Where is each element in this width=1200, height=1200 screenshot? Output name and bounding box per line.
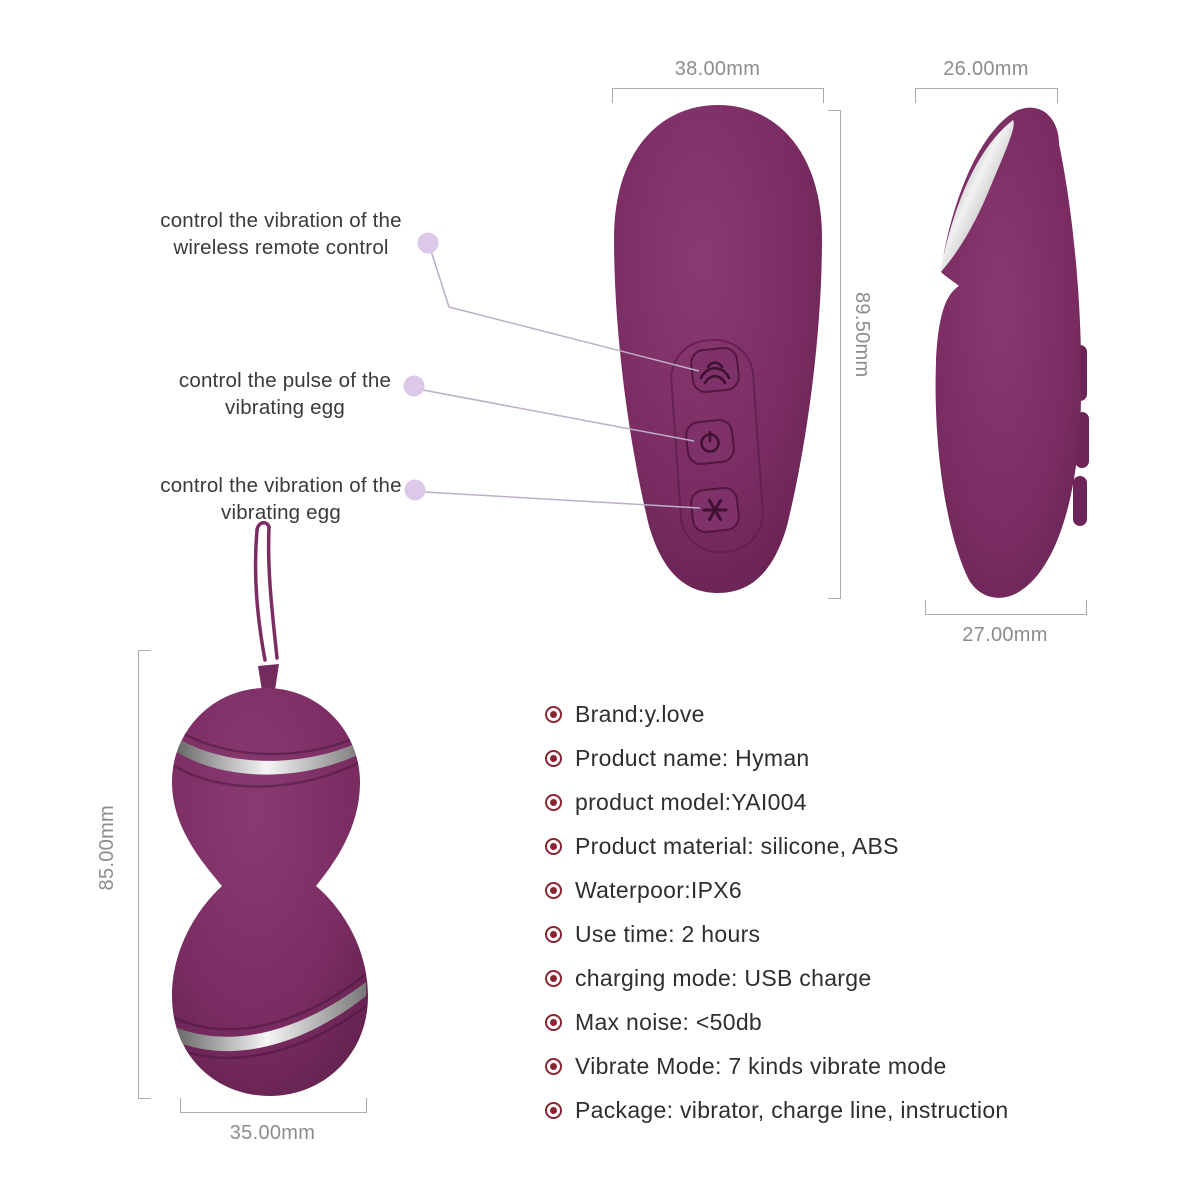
spec-row-package: Package: vibrator, charge line, instruct… xyxy=(545,1088,1145,1132)
remote-button-vibration xyxy=(690,346,740,394)
spec-text: charging mode: USB charge xyxy=(575,964,872,991)
power-pulse-icon xyxy=(700,430,720,453)
bullseye-icon xyxy=(545,925,562,943)
remote-side-body xyxy=(935,107,1082,598)
dimension-side-bottom-width-bracket xyxy=(925,600,1087,615)
spec-text: Waterpoor:IPX6 xyxy=(575,876,742,903)
remote-side-view xyxy=(935,107,1089,598)
spec-list: Brand:y.love Product name: Hyman product… xyxy=(545,692,1145,1132)
spec-text: product model:YAI004 xyxy=(575,788,807,815)
string-nub xyxy=(258,664,279,691)
spec-text: Use time: 2 hours xyxy=(575,920,761,947)
spec-row-product-model: product model:YAI004 xyxy=(545,780,1145,824)
dimension-balls-height-bracket xyxy=(138,650,151,1099)
spec-row-material: Product material: silicone, ABS xyxy=(545,824,1145,868)
dimension-front-width-bracket xyxy=(612,88,824,103)
dimension-balls-width-bracket xyxy=(180,1098,367,1113)
spec-text: Product name: Hyman xyxy=(575,744,810,771)
spec-row-waterproof: Waterpoor:IPX6 xyxy=(545,868,1145,912)
callout-label: control the vibration of the vibrating e… xyxy=(160,474,402,524)
callout-pulse: control the pulse of the vibrating egg xyxy=(160,367,410,421)
dimension-front-width-label: 38.00mm xyxy=(674,58,761,80)
spec-text: Package: vibrator, charge line, instruct… xyxy=(575,1096,1009,1123)
spec-text: Vibrate Mode: 7 kinds vibrate mode xyxy=(575,1052,947,1079)
spec-row-product-name: Product name: Hyman xyxy=(545,736,1145,780)
bullseye-icon xyxy=(545,1013,562,1031)
spec-row-max-noise: Max noise: <50db xyxy=(545,1000,1145,1044)
kegel-balls-figure xyxy=(172,521,368,1096)
spec-text: Max noise: <50db xyxy=(575,1008,763,1035)
spec-row-brand: Brand:y.love xyxy=(545,692,1145,736)
callout-dot-1 xyxy=(417,232,439,254)
spec-row-use-time: Use time: 2 hours xyxy=(545,912,1145,956)
bullseye-icon xyxy=(545,793,562,811)
wave-vibration-icon xyxy=(699,361,731,385)
chrome-stripe-bottom-ball xyxy=(172,982,366,1052)
callout-egg-vibration: control the vibration of the vibrating e… xyxy=(148,472,414,526)
bullseye-icon xyxy=(545,881,562,899)
callout-label: control the vibration of the wireless re… xyxy=(160,209,402,259)
balls-body xyxy=(172,688,368,1096)
remote-button-panel xyxy=(670,338,764,554)
dimension-front-height-label: 89.50mm xyxy=(851,292,873,378)
flower-burst-icon xyxy=(702,499,728,521)
callout-label: control the pulse of the vibrating egg xyxy=(178,369,392,419)
spec-row-vibrate-mode: Vibrate Mode: 7 kinds vibrate mode xyxy=(545,1044,1145,1088)
bullseye-icon xyxy=(545,749,562,767)
callout-remote-vibration: control the vibration of the wireless re… xyxy=(148,207,414,261)
chrome-stripe xyxy=(940,120,1014,273)
spec-text: Brand:y.love xyxy=(575,700,705,727)
bullseye-icon xyxy=(545,705,562,723)
dimension-balls-width-label: 35.00mm xyxy=(229,1122,316,1144)
dimension-front-height-bracket xyxy=(828,110,841,599)
spec-text: Product material: silicone, ABS xyxy=(575,832,899,859)
remote-front-view xyxy=(614,105,822,593)
bullseye-icon xyxy=(545,837,562,855)
bullseye-icon xyxy=(545,969,562,987)
dimension-balls-height-label: 85.00mm xyxy=(96,805,118,891)
dimension-side-bottom-width-label: 27.00mm xyxy=(962,624,1048,646)
chrome-stripe-top-ball xyxy=(172,732,364,775)
dimension-side-top-width-label: 26.00mm xyxy=(943,58,1029,80)
remote-button-egg-vibration xyxy=(690,486,740,534)
bullseye-icon xyxy=(545,1057,562,1075)
spiral-grooves xyxy=(172,723,367,1060)
bullseye-icon xyxy=(545,1101,562,1119)
spec-row-charging-mode: charging mode: USB charge xyxy=(545,956,1145,1000)
remote-button-pulse xyxy=(685,418,735,466)
retrieval-string xyxy=(253,521,279,662)
dimension-side-top-width-bracket xyxy=(915,88,1058,103)
